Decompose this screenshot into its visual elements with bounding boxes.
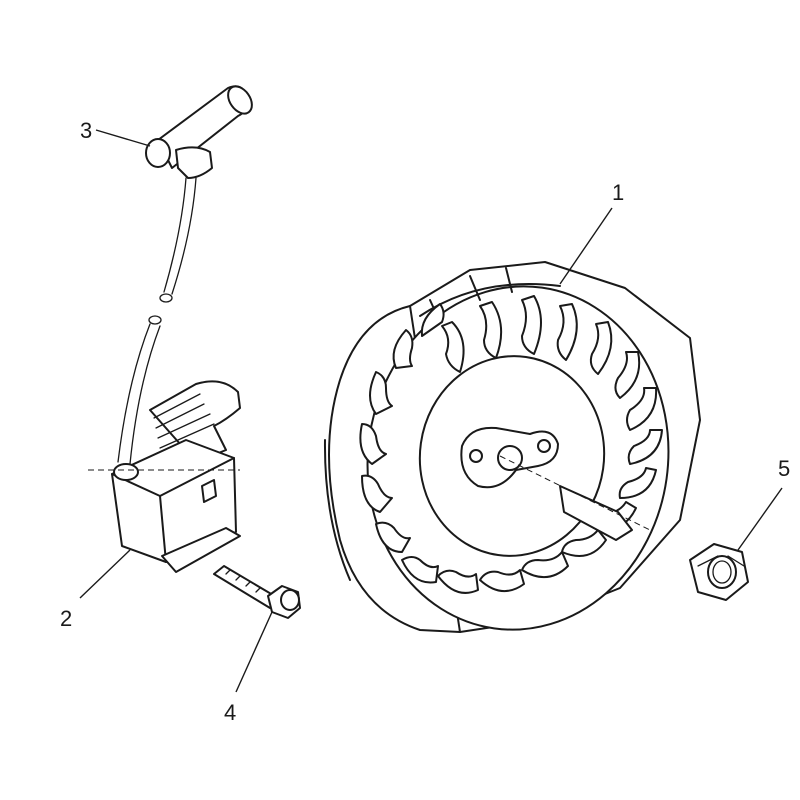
hex-nut-icon xyxy=(689,543,749,601)
leader-lines xyxy=(79,129,783,693)
callout-5: 5 xyxy=(778,456,790,481)
callout-3: 3 xyxy=(80,118,92,143)
flywheel-fins xyxy=(359,295,663,594)
spark-plug-cap-icon xyxy=(145,85,253,179)
ignition-lead xyxy=(117,177,197,465)
callout-4: 4 xyxy=(224,700,236,725)
ignition-coil-icon xyxy=(111,380,241,573)
bolt-icon xyxy=(213,565,301,619)
callout-1: 1 xyxy=(612,180,624,205)
flywheel-icon xyxy=(323,261,701,633)
callout-2: 2 xyxy=(60,606,72,631)
